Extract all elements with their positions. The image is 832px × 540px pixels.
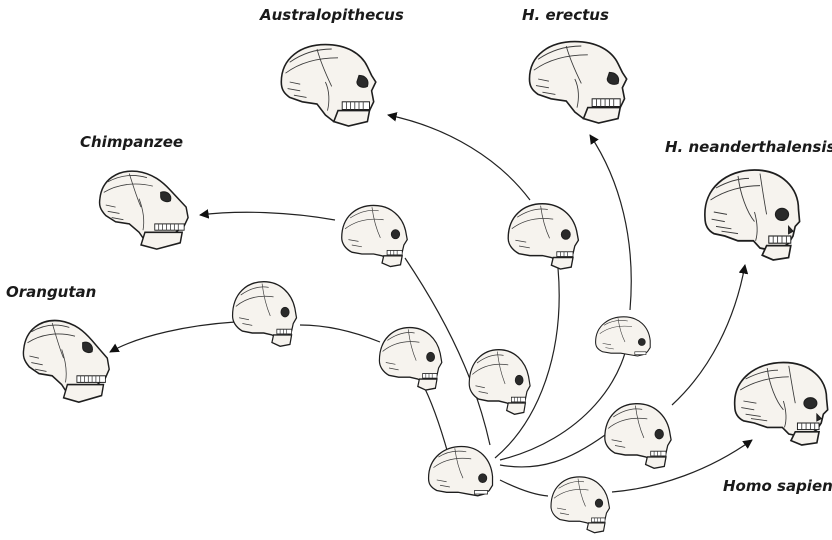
infant-skull-icon — [429, 447, 493, 496]
ape-skull-icon — [100, 171, 189, 249]
skull-erectus-adult — [529, 42, 626, 123]
juvenile-skull-icon — [233, 282, 297, 347]
juvenile-skull-icon — [551, 477, 610, 533]
arc-erectus — [590, 135, 631, 310]
skull-erectus-juvenile — [596, 317, 651, 356]
juvenile-skull-icon — [379, 328, 441, 391]
skull-chimp-second-juvenile — [469, 350, 530, 415]
skull-chimpanzee-juvenile — [342, 205, 408, 266]
arc-infant-to-sapiens-juvenile — [500, 480, 548, 496]
infant-skull-icon — [596, 317, 651, 356]
juvenile-skull-icon — [605, 404, 671, 469]
label-h-neanderthalensis: H. neanderthalensis — [665, 138, 832, 156]
arc-neanderthal — [672, 265, 745, 405]
hominin-skull-icon — [529, 42, 626, 123]
juvenile-skull-icon — [508, 204, 578, 269]
skull-sapiens-juvenile — [551, 477, 610, 533]
label-h-erectus: H. erectus — [522, 6, 609, 24]
arc-chimpanzee — [200, 212, 335, 220]
skull-neanderthal-juvenile — [605, 404, 671, 469]
skull-neanderthal-adult — [705, 170, 800, 260]
skull-sapiens-adult — [735, 363, 828, 446]
skull-orangutan-second-juvenile — [379, 328, 441, 391]
arc-orangutan — [110, 322, 235, 352]
arc-australopithecus — [388, 115, 530, 200]
juvenile-skull-icon — [342, 205, 408, 266]
juvenile-skull-icon — [469, 350, 530, 415]
label-homo-sapiens: Homo sapiens — [723, 477, 832, 495]
arc-orangutan-juvenile-to-juvenile — [300, 325, 380, 342]
ape-skull-icon — [23, 321, 109, 403]
human-skull-icon — [705, 170, 800, 260]
skull-chimpanzee-adult — [100, 171, 189, 249]
skull-orangutan-juvenile — [233, 282, 297, 347]
skull-australopithecus-juvenile — [508, 204, 578, 269]
skull-common-infant — [429, 447, 493, 496]
label-orangutan: Orangutan — [6, 283, 96, 301]
human-skull-icon — [735, 363, 828, 446]
label-chimpanzee: Chimpanzee — [80, 133, 183, 151]
hominin-skull-icon — [281, 45, 376, 126]
label-australopithecus: Australopithecus — [260, 6, 404, 24]
skull-orangutan-adult — [23, 321, 109, 403]
skull-australopithecus-adult — [281, 45, 376, 126]
